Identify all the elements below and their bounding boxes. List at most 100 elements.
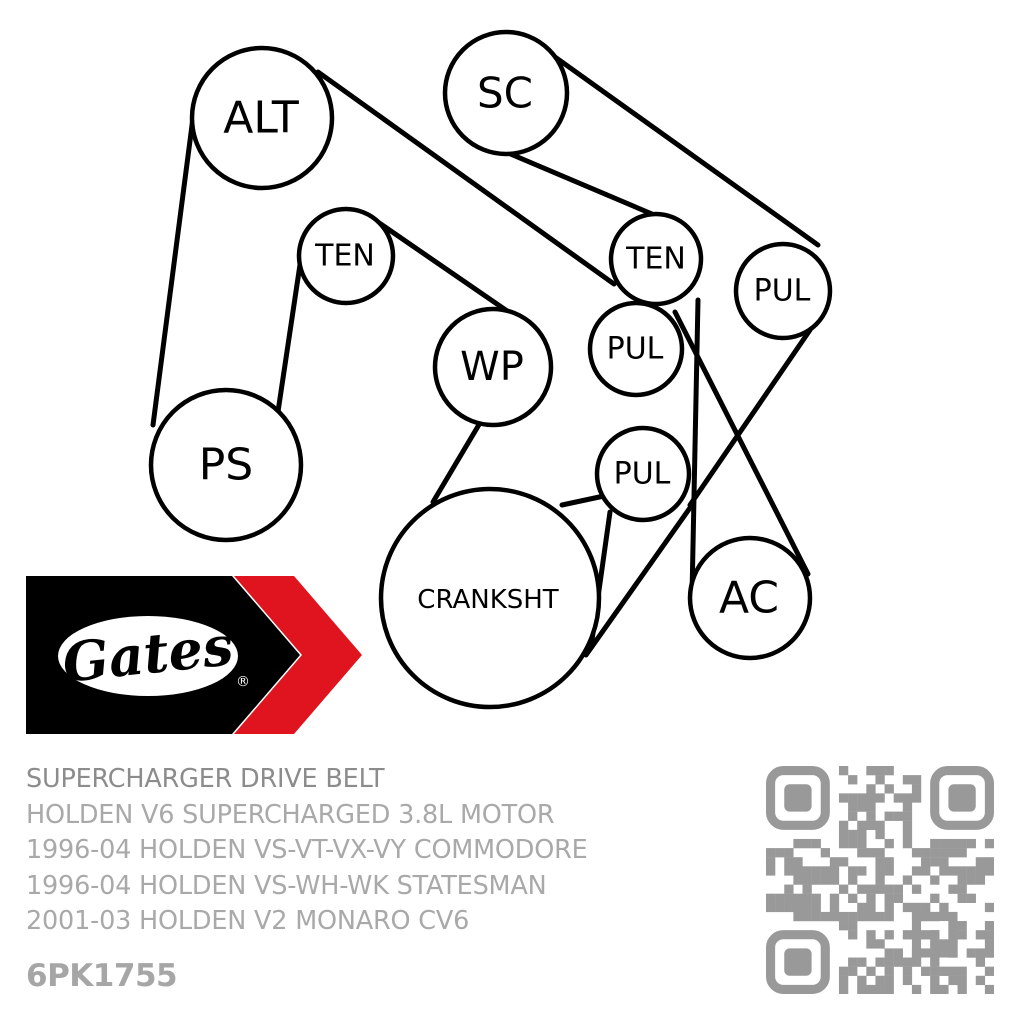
pulley-wp: WP (432, 306, 554, 428)
qr-module (866, 911, 876, 922)
qr-module (838, 911, 849, 922)
qr-module (866, 939, 876, 949)
qr-module (784, 902, 794, 913)
qr-module (802, 875, 812, 885)
qr-module (893, 793, 903, 803)
logo-red-chevron (234, 576, 362, 734)
qr-module (902, 975, 913, 986)
qr-module (848, 921, 858, 931)
belt-alt-to-ten (315, 69, 617, 287)
qr-module (802, 866, 812, 876)
qr-module (829, 875, 840, 885)
qr-module (793, 875, 803, 885)
qr-module (966, 875, 976, 885)
qr-module (930, 857, 940, 867)
qr-module (921, 902, 931, 913)
pulley-label-pul-mid: PUL (607, 332, 664, 367)
qr-module (884, 975, 894, 986)
qr-module (930, 984, 940, 994)
belt-ten-to-ac (689, 297, 701, 598)
qr-module (811, 893, 821, 903)
qr-module (838, 966, 849, 976)
qr-module (875, 911, 885, 922)
belt-crank-to-pulright (583, 502, 695, 658)
qr-module (957, 884, 967, 894)
qr-module (902, 875, 913, 885)
qr-module (902, 775, 913, 785)
qr-module (875, 857, 885, 867)
qr-module (857, 838, 867, 849)
qr-module (984, 948, 994, 958)
qr-module (948, 975, 958, 986)
qr-module (902, 811, 913, 821)
qr-module (875, 875, 885, 885)
qr-module (902, 838, 913, 849)
qr-module (838, 766, 849, 776)
qr-module (857, 984, 867, 994)
qr-module (848, 957, 858, 967)
belt-alt-to-ps (150, 107, 197, 428)
pulley-label-alt: ALT (223, 93, 299, 144)
qr-module (984, 838, 994, 849)
qr-module (957, 966, 967, 976)
qr-module (866, 784, 876, 794)
qr-module (984, 921, 994, 931)
qr-module (829, 866, 840, 876)
qr-module (884, 911, 894, 922)
qr-module (911, 902, 922, 913)
qr-module (866, 984, 876, 994)
qr-module (984, 966, 994, 976)
qr-module (857, 866, 867, 876)
pulley-pul-mid: PUL (587, 300, 685, 398)
qr-module (911, 784, 922, 794)
qr-module (857, 975, 867, 986)
qr-module (857, 902, 867, 913)
product-line-motor: HOLDEN V6 SUPERCHARGED 3.8L MOTOR (26, 799, 555, 830)
qr-module (784, 893, 794, 903)
qr-module (921, 857, 931, 867)
qr-module (930, 975, 940, 986)
qr-module (875, 766, 885, 776)
qr-module (866, 884, 876, 894)
qr-module (838, 793, 849, 803)
product-line-commodore: 1996-04 HOLDEN VS-VT-VX-VY COMMODORE (26, 835, 588, 866)
qr-module (975, 866, 986, 876)
qr-module (939, 857, 949, 867)
qr-module (884, 966, 894, 976)
qr-module (984, 930, 994, 940)
pulley-label-sc: SC (477, 69, 533, 118)
pulley-sc: SC (442, 29, 570, 157)
qr-module (984, 857, 994, 867)
qr-module (939, 939, 949, 949)
qr-module (775, 893, 785, 903)
qr-module (838, 838, 849, 849)
qr-module (911, 793, 922, 803)
pulley-crankshaft: CRANKSHT (378, 486, 602, 710)
qr-module (857, 911, 867, 922)
qr-finder-outer (930, 766, 994, 830)
qr-code[interactable] (766, 766, 994, 994)
pulley-label-ps: PS (199, 440, 253, 491)
qr-module (875, 884, 885, 894)
qr-module (957, 848, 967, 858)
qr-module (921, 911, 931, 922)
gates-logo: Gates ® (26, 576, 362, 734)
qr-finder-outer (766, 930, 830, 994)
qr-module (884, 948, 894, 958)
belt-pulright-to-pullower (687, 327, 813, 508)
qr-module (820, 875, 831, 885)
qr-module (848, 893, 858, 903)
pulley-label-wp: WP (460, 344, 524, 390)
qr-module (784, 884, 794, 894)
qr-finder-inner (948, 784, 976, 812)
qr-module (884, 766, 894, 776)
qr-module (848, 829, 858, 840)
qr-module (866, 802, 876, 812)
qr-module (975, 857, 986, 867)
qr-module (921, 966, 931, 976)
qr-module (957, 930, 967, 940)
pulley-alt: ALT (189, 45, 335, 191)
qr-module (829, 902, 840, 913)
qr-module (957, 921, 967, 931)
